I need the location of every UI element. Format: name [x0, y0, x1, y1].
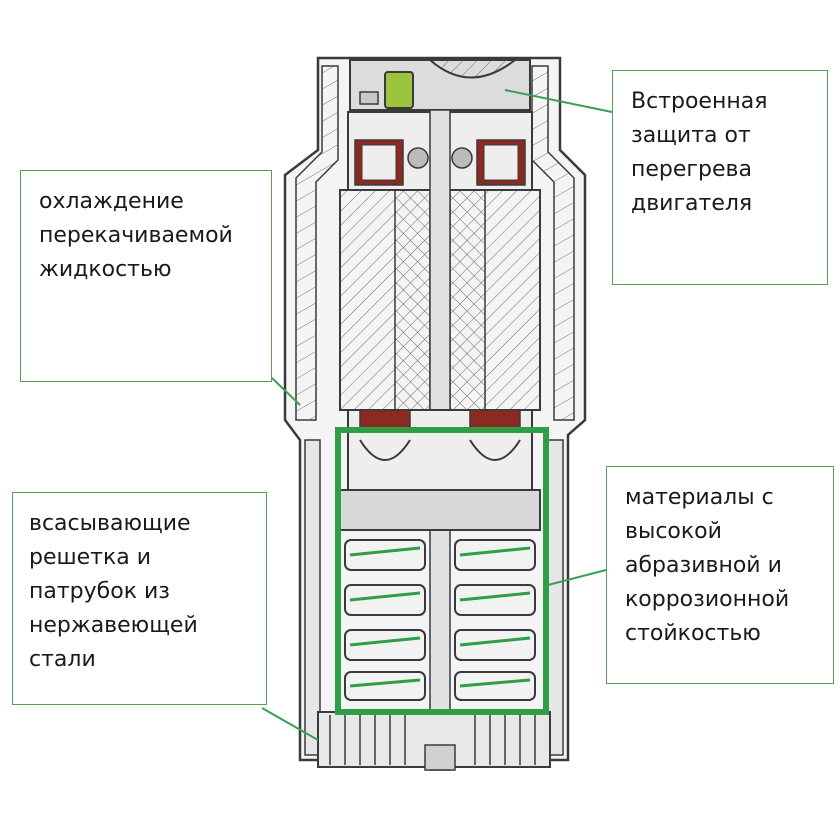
callout-line: двигателя: [631, 191, 753, 216]
impeller-icon: [344, 629, 536, 661]
callout-line: высокой: [625, 519, 722, 544]
callout-line: стали: [29, 647, 96, 672]
callout-line: охлаждение: [39, 189, 184, 214]
callout-line: абразивной и: [625, 553, 782, 578]
callout-line: коррозионной: [625, 587, 790, 612]
callout-materials: материалы с высокой абразивной и коррози…: [606, 466, 834, 684]
callout-line: всасывающие: [29, 511, 191, 536]
callout-line: стойкостью: [625, 621, 761, 646]
lower-winding-heads: [339, 409, 541, 531]
bearing-icon: [407, 147, 429, 169]
impeller-icon: [344, 671, 536, 701]
thermal-sensor-icon: [384, 71, 414, 109]
impeller-icon: [344, 584, 536, 616]
callout-line: патрубок из: [29, 579, 170, 604]
callout-line: перекачиваемой: [39, 223, 233, 248]
bearing-icon: [451, 147, 473, 169]
callout-motor-protection: Встроенная защита от перегрева двигателя: [612, 70, 828, 285]
hydraulic-section-highlight: [335, 427, 549, 715]
callout-line: нержавеющей: [29, 613, 198, 638]
suction-grid: [317, 711, 551, 771]
callout-suction-grid: всасывающие решетка и патрубок из нержав…: [12, 492, 267, 705]
callout-line: решетка и: [29, 545, 152, 570]
top-cap: [349, 59, 531, 111]
callout-line: материалы с: [625, 485, 774, 510]
callout-line: Встроенная: [631, 89, 768, 114]
callout-cooling: охлаждение перекачиваемой жидкостью: [20, 170, 272, 382]
leader-lines: [261, 89, 613, 741]
impeller-icon: [344, 539, 536, 571]
impeller-stages: [344, 539, 536, 701]
callout-line: жидкостью: [39, 257, 172, 282]
callout-line: перегрева: [631, 157, 752, 182]
callout-line: защита от: [631, 123, 751, 148]
